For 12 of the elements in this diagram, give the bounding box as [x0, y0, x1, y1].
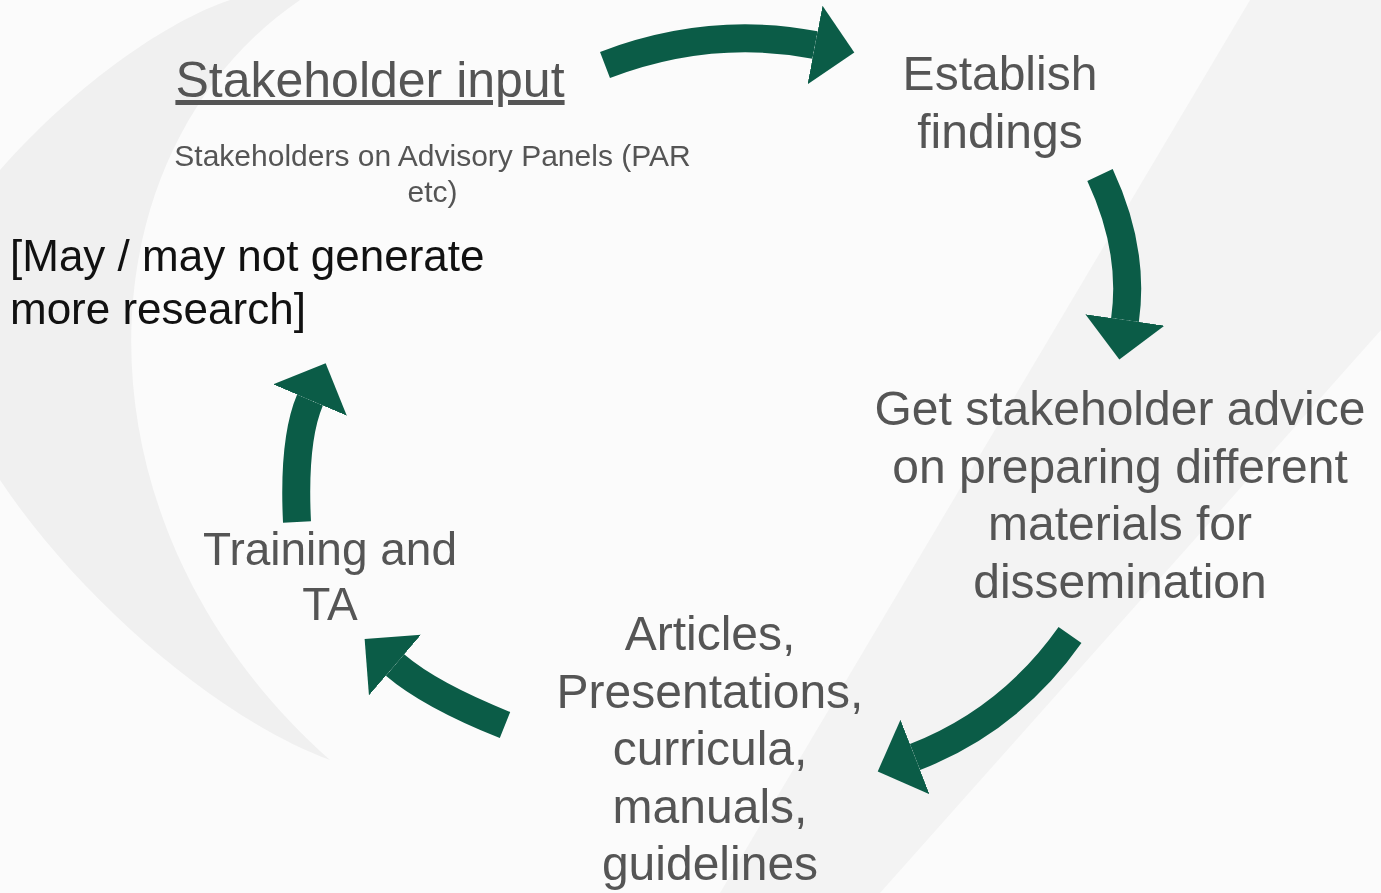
curved-arrow: [272, 362, 348, 523]
curved-arrow: [1085, 169, 1165, 360]
note-text: [May / may not generate more research]: [10, 230, 486, 335]
curved-arrow: [364, 634, 511, 738]
curved-arrow: [878, 626, 1082, 794]
step-label: Articles, Presentations, curricula, manuals, guidelines: [555, 606, 865, 893]
curved-arrow: [600, 5, 855, 85]
step-label: Training and TA: [202, 522, 458, 633]
step-label: Get stakeholder advice on preparing different materials for dissemination: [873, 381, 1367, 610]
step-label: Establish findings: [901, 46, 1099, 160]
body-text: Stakeholders on Advisory Panels (PAR etc): [173, 138, 692, 210]
heading-text: Stakeholder input: [174, 51, 566, 110]
